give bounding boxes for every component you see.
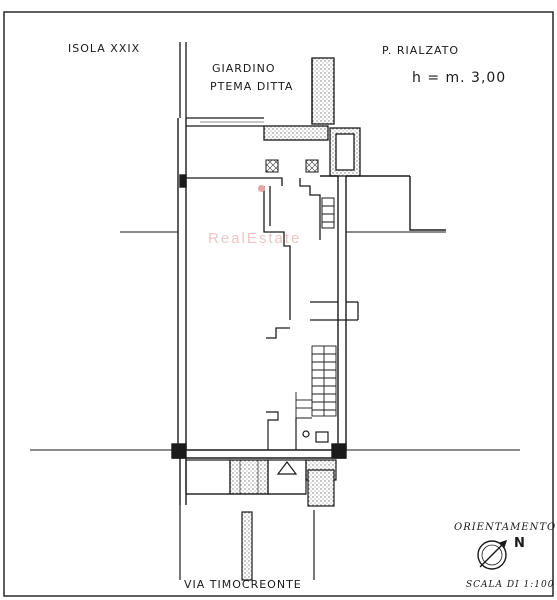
label-orientamento: ORIENTAMENTO [454,522,557,533]
label-altezza: h = m. 3,00 [412,70,507,86]
label-scala: SCALA DI 1:100 [466,580,555,590]
garden-walls [179,42,335,125]
right-wall [320,175,446,450]
north-arrow [477,539,508,570]
partitions [186,177,359,339]
shafts [265,159,319,173]
staircase [295,345,337,419]
rear-wall [186,117,361,177]
label-piano: P. RIALZATO [382,44,460,57]
sheet-border [3,11,554,597]
watermark-dot [258,185,265,192]
property-lines [30,231,520,451]
watermark-text: RealEstate [208,230,302,247]
left-wall [177,118,187,450]
label-isola: ISOLA XXIX [68,42,141,55]
front-wall [171,443,347,505]
label-nord: N [514,536,526,551]
kitchen-fixtures [321,197,335,229]
lower-rooms [266,411,329,450]
label-via: VIA TIMOCREONTE [184,578,302,591]
label-giardino-1: GIARDINO [212,62,276,75]
label-giardino-2: PTEMA DITTA [210,80,294,93]
street-walls [179,469,335,581]
